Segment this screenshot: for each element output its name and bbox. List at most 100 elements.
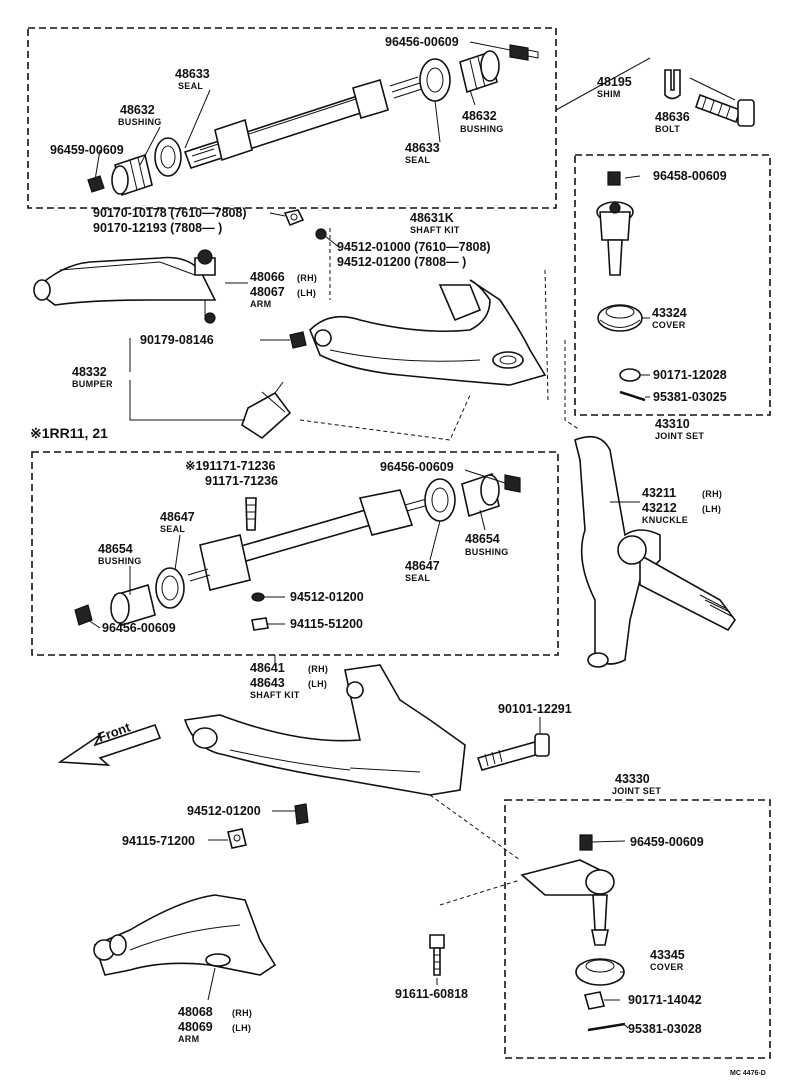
label-90171-14042: 90171-14042 [628,993,702,1007]
label-48636: 48636 [655,110,690,124]
label-48067: 48067 [250,285,285,299]
label-48654-right: 48654 [465,532,500,546]
castle-nut-90171-12028 [619,368,641,382]
label-48067-tag: (LH) [297,288,316,298]
upper-joint-set-box [574,154,771,416]
bushing-48654-right [461,472,500,518]
shim-48195 [664,69,681,100]
label-48633-top-sub: SEAL [178,81,203,91]
label-43324: 43324 [652,306,687,320]
label-191171: ※191171-71236 [185,459,275,473]
label-43310-sub: JOINT SET [655,431,704,441]
lower-joint-set-box [504,799,771,1059]
seal-48633-right [419,58,451,102]
grease-fitting-96458 [607,171,621,186]
label-94512-01200-low: 94512-01200 [187,804,261,818]
bolt-91611 [429,934,445,976]
label-48641-tag: (RH) [308,664,328,674]
leader-dashed [544,269,549,401]
label-43345-sub: COVER [650,962,684,972]
label-48631K-sub: SHAFT KIT [410,225,460,235]
label-48633-mid: 48633 [405,141,440,155]
label-94512-b: 94512-01200 (7808— ) [337,255,466,269]
label-43310: 43310 [655,417,690,431]
label-48643-tag: (LH) [308,679,327,689]
label-48654-left-sub: BUSHING [98,556,142,566]
label-94115-51200: 94115-51200 [290,617,363,631]
nut-94115-51200 [251,617,269,631]
label-96459-low: 96459-00609 [630,835,704,849]
bushing-48632-right [459,50,500,94]
upper-shaft-assembly [183,76,423,169]
label-96456-top: 96456-00609 [385,35,459,49]
label-90170-a: 90170-10178 (7610—7808) [93,206,247,220]
grease-fitting-96456-top [509,44,539,61]
washer-94512-mid [251,592,265,602]
label-96456-low: 96456-00609 [102,621,176,635]
label-48068-tag: (RH) [232,1008,252,1018]
nut-90179 [289,331,307,349]
seal-48633-left [154,137,182,177]
washer-94512-top [315,228,327,240]
label-48332-sub: BUMPER [72,379,113,389]
label-91611: 91611-60818 [395,987,468,1001]
label-90171-12028: 90171-12028 [653,368,727,382]
nut-94115-71200 [227,828,247,849]
label-94115-71200: 94115-71200 [122,834,195,848]
bolt-91171 [245,497,257,531]
ball-joint-lower [520,859,615,946]
label-95381-03025: 95381-03025 [653,390,727,404]
label-48069: 48069 [178,1020,213,1034]
label-48069-tag: (LH) [232,1023,251,1033]
bumper-48332 [241,381,292,440]
seal-48647-left [155,567,185,609]
label-48632-left: 48632 [120,103,155,117]
label-48654-left: 48654 [98,542,133,556]
upper-arm-48066 [33,249,217,324]
grease-fitting-96456-mid [504,474,521,493]
label-48654-right-sub: BUSHING [465,547,509,557]
label-43211-tag: (RH) [702,489,722,499]
lower-shaft-kit-box [31,451,559,656]
lower-arm-48068 [93,894,277,976]
seal-48647-right [424,478,456,522]
label-43330: 43330 [615,772,650,786]
label-43212-sub: KNUCKLE [642,515,688,525]
label-48643-sub: SHAFT KIT [250,690,300,700]
cover-43324 [597,304,643,332]
label-96458: 96458-00609 [653,169,727,183]
label-94512-a: 94512-01000 (7610—7808) [337,240,491,254]
label-48632-left-sub: BUSHING [118,117,162,127]
label-48632-right: 48632 [462,109,497,123]
bushing-48632-left [111,153,153,197]
label-43211: 43211 [642,486,676,500]
label-48066-tag: (RH) [297,273,317,283]
leader-lines [87,41,650,1029]
nut-90170 [283,209,305,227]
washer-94512-low [294,803,309,825]
label-48647-right-sub: SEAL [405,573,430,583]
bolt-48636 [694,93,755,127]
lower-shaft-assembly [187,489,433,591]
label-48647-left-sub: SEAL [160,524,185,534]
label-90170-b: 90170-12193 (7808— ) [93,221,222,235]
shaft-block-right [352,78,389,120]
label-96456-mid: 96456-00609 [380,460,454,474]
bushing-48654-left [110,583,156,627]
label-48195-sub: SHIM [597,89,621,99]
lower-arm [183,664,466,796]
upper-shaft-kit-box [27,27,557,209]
label-43330-sub: JOINT SET [612,786,661,796]
label-96459-top: 96459-00609 [50,143,124,157]
bolt-90101 [476,733,550,771]
label-43212: 43212 [642,501,677,515]
upper-arm-large [309,279,547,386]
label-43324-sub: COVER [652,320,686,330]
cotter-pin-95381-03028 [587,1022,626,1032]
grease-fitting-96459-low [579,834,593,851]
knuckle-43211 [574,435,736,668]
label-48633-mid-sub: SEAL [405,155,430,165]
label-48195: 48195 [597,75,632,89]
label-48631K: 48631K [410,211,454,225]
label-48641: 48641 [250,661,285,675]
